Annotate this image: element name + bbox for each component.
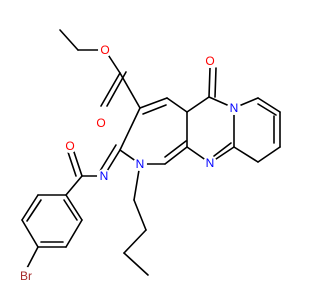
- bond: [257, 97, 281, 113]
- bond: [233, 146, 259, 163]
- bond: [65, 219, 83, 248]
- bond: [21, 194, 39, 221]
- atom-br: Br: [17, 267, 35, 285]
- bond: [65, 175, 83, 196]
- bond: [257, 146, 281, 163]
- double-bond-line: [99, 144, 117, 172]
- atom-label: O: [65, 139, 74, 153]
- atom-label: O: [205, 54, 214, 68]
- bond: [133, 199, 147, 231]
- double-bond-line: [106, 71, 127, 107]
- atom-n-fused: N: [227, 101, 241, 115]
- atom-label: N: [230, 101, 239, 115]
- double-bond-layer: [26, 67, 277, 243]
- bond: [139, 97, 168, 109]
- double-bond-line: [214, 67, 217, 98]
- atom-n-bridge: N: [203, 156, 217, 170]
- double-bond-line: [63, 199, 78, 221]
- bond: [164, 146, 188, 165]
- double-bond-line: [164, 140, 187, 158]
- bond: [59, 29, 79, 51]
- bond: [186, 96, 210, 113]
- atom-o-amide: O: [63, 139, 77, 153]
- atom-n-imine: N: [97, 169, 111, 183]
- atom-label-layer: O O O O N N N N: [17, 43, 241, 285]
- atom-label: O: [100, 43, 109, 57]
- bond-layer: [21, 29, 281, 276]
- atom-label: Br: [20, 269, 32, 283]
- double-bond-line: [257, 103, 277, 116]
- bond: [25, 246, 39, 271]
- atom-label: N: [136, 157, 145, 171]
- bond: [65, 194, 83, 221]
- atom-o-ring-carbonyl: O: [203, 54, 217, 68]
- atom-o-ester-carbonyl: O: [94, 116, 108, 130]
- atom-label: N: [206, 156, 215, 170]
- atom-o-ester-link: O: [98, 43, 112, 57]
- molecule-structure-diagram: O O O O N N N N: [17, 29, 281, 285]
- atom-n-butyl: N: [133, 157, 147, 171]
- bond: [21, 219, 39, 248]
- bond: [119, 107, 141, 151]
- bond: [119, 72, 141, 109]
- molecule-svg: O O O O N N N N: [17, 29, 281, 285]
- double-bond-line: [213, 142, 232, 157]
- bond: [208, 67, 211, 98]
- double-bond-line: [26, 199, 42, 222]
- atom-label: N: [100, 169, 109, 183]
- bond: [123, 252, 149, 276]
- bond: [100, 72, 121, 107]
- bond: [166, 97, 188, 113]
- double-bond-line: [142, 104, 167, 115]
- atom-label: O: [96, 116, 105, 130]
- bond: [123, 229, 147, 254]
